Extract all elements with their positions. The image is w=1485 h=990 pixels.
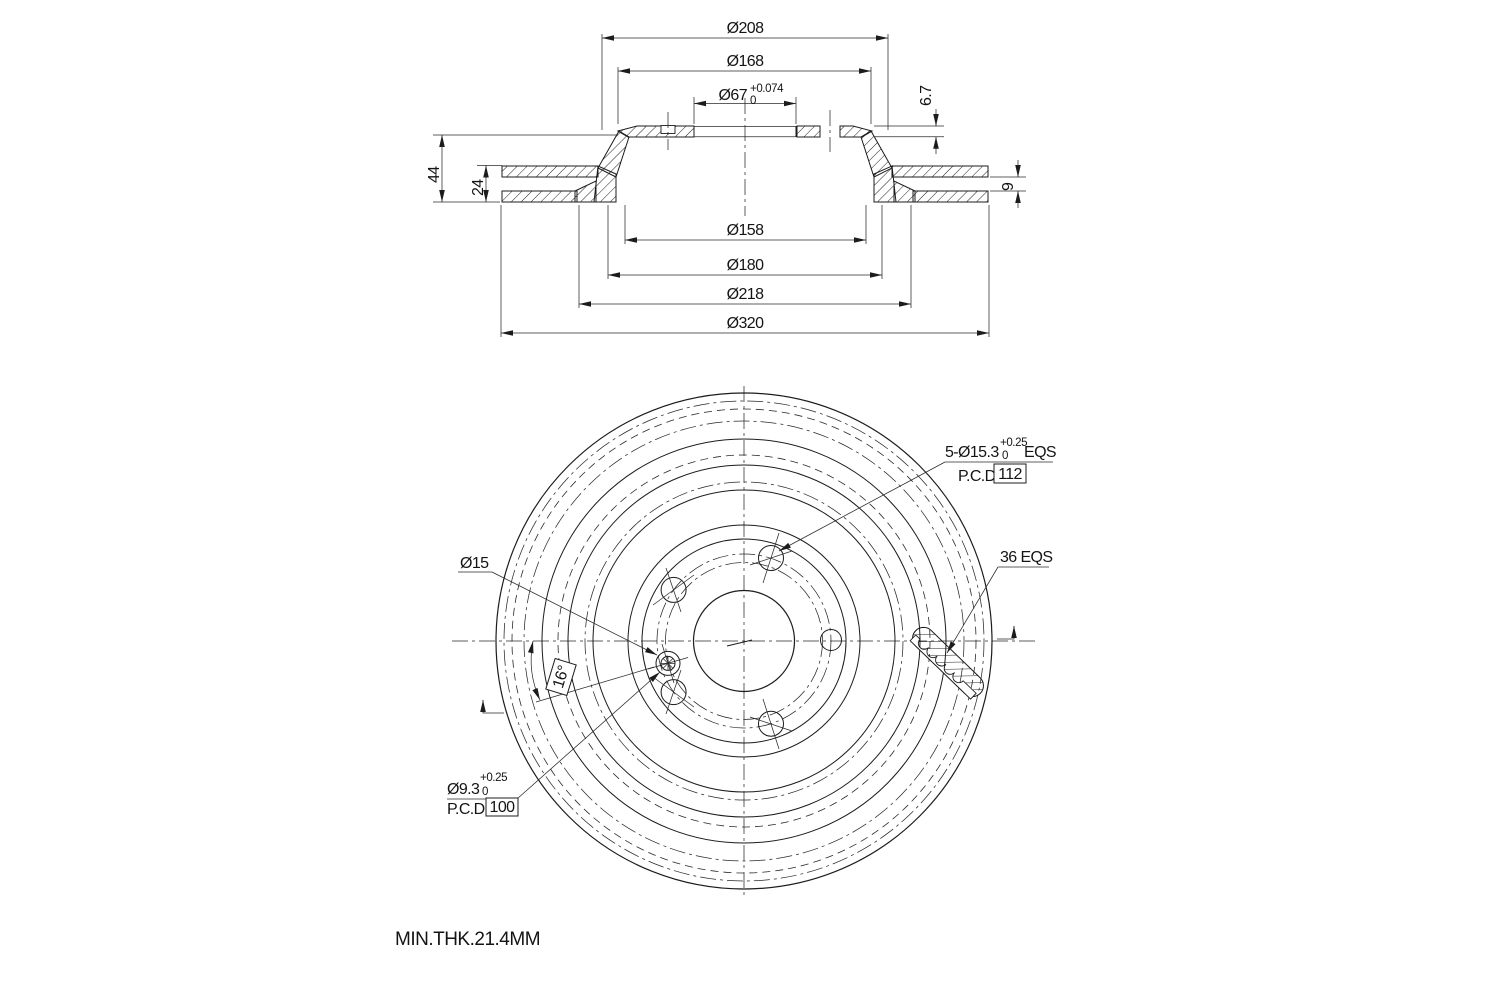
dim-dia-67-tol-upper: +0.074 [750, 83, 784, 95]
center-mark [726, 639, 753, 647]
dim-dia-168: Ø168 [617, 53, 872, 124]
center-bore-circle [692, 589, 796, 693]
screw-hole [647, 643, 689, 684]
section-hat-seg-right [796, 125, 821, 138]
section-bottom-plate-right [912, 190, 989, 203]
dim-dia-180: Ø180 [607, 205, 883, 279]
dim-dia-218: Ø218 [578, 205, 912, 308]
dim-dia-320-label: Ø320 [727, 315, 764, 332]
front-view: 16° 5-Ø15.3 +0.25 0 EQS P.C.D 112 36 EQS… [447, 386, 1057, 897]
dim-dia-67-label: Ø67 [719, 87, 748, 104]
dim-disc-thickness-label: 24 [470, 179, 487, 196]
bolt-hole [652, 532, 842, 750]
dim-disc-thickness: 24 [470, 165, 502, 202]
callout-screw-hole: Ø9.3 +0.25 0 P.C.D 100 [447, 671, 661, 818]
screw-hole-dia-label: Ø9.3 [447, 781, 480, 798]
callout-bolt-holes: 5-Ø15.3 +0.25 0 EQS P.C.D 112 [778, 437, 1057, 552]
dim-overall-height: 44 [426, 134, 618, 203]
dim-vane-gap-label: 9 [1000, 182, 1017, 191]
min-thickness-note: MIN.THK.21.4MM [395, 929, 540, 950]
dim-dia-208: Ø208 [601, 20, 889, 130]
section-hat-band-left [616, 125, 695, 138]
dim-dia-168-label: Ø168 [727, 53, 764, 70]
spot-face-dia-label: Ø15 [460, 555, 489, 572]
screw-pcd-value: 100 [490, 799, 516, 816]
bolt-hole-tol-upper: +0.25 [1000, 437, 1027, 449]
dim-dia-180-label: Ø180 [727, 257, 764, 274]
section-top-plate-left [501, 165, 599, 178]
section-top-plate-right [891, 165, 989, 178]
bolt-pcd-value: 112 [998, 466, 1022, 483]
screw-hole-tol-upper: +0.25 [480, 772, 507, 784]
bolt-hole-callout-label: 5-Ø15.3 [945, 444, 999, 461]
vane-slot [909, 626, 984, 700]
dim-dia-158-label: Ø158 [727, 222, 764, 239]
bolt-hole-suffix: EQS [1024, 444, 1056, 461]
callout-spot-face: Ø15 [458, 555, 658, 656]
outer-edge-circle [495, 392, 993, 890]
dim-overall-height-label: 44 [426, 166, 443, 183]
section-arrow-right [997, 626, 1017, 640]
section-bottom-plate-left [501, 190, 578, 203]
section-arrow-left [480, 700, 504, 714]
dim-dia-208-label: Ø208 [727, 20, 764, 37]
dim-vane-gap: 9 [990, 160, 1026, 208]
dim-dia-320: Ø320 [500, 205, 990, 337]
pcd-100-circle [665, 562, 823, 720]
section-fillet-left [574, 180, 597, 203]
bolt-pcd-label: P.C.D [958, 468, 996, 485]
dim-dia-67-tol-lower: 0 [750, 95, 756, 107]
dim-angle-16: 16° [527, 640, 655, 703]
vane-callout-label: 36 EQS [1000, 549, 1052, 566]
section-view: Ø208 Ø168 Ø67 +0.074 0 6.7 [426, 20, 1026, 337]
dim-dia-218-label: Ø218 [727, 286, 764, 303]
section-fillet-right [893, 180, 916, 203]
screw-hole-tol-lower: 0 [482, 786, 488, 798]
dim-hat-thickness-label: 6.7 [918, 85, 935, 106]
dim-hat-thickness: 6.7 [874, 85, 944, 154]
dim-dia-158: Ø158 [624, 205, 867, 244]
dim-angle-16-label: 16° [550, 664, 573, 691]
screw-pcd-label: P.C.D [447, 801, 485, 818]
pcd-112-circle [656, 553, 832, 729]
bolt-hole-tol-lower: 0 [1002, 450, 1008, 462]
callout-vanes: 36 EQS [946, 549, 1053, 654]
dim-dia-67: Ø67 +0.074 0 [693, 83, 797, 124]
